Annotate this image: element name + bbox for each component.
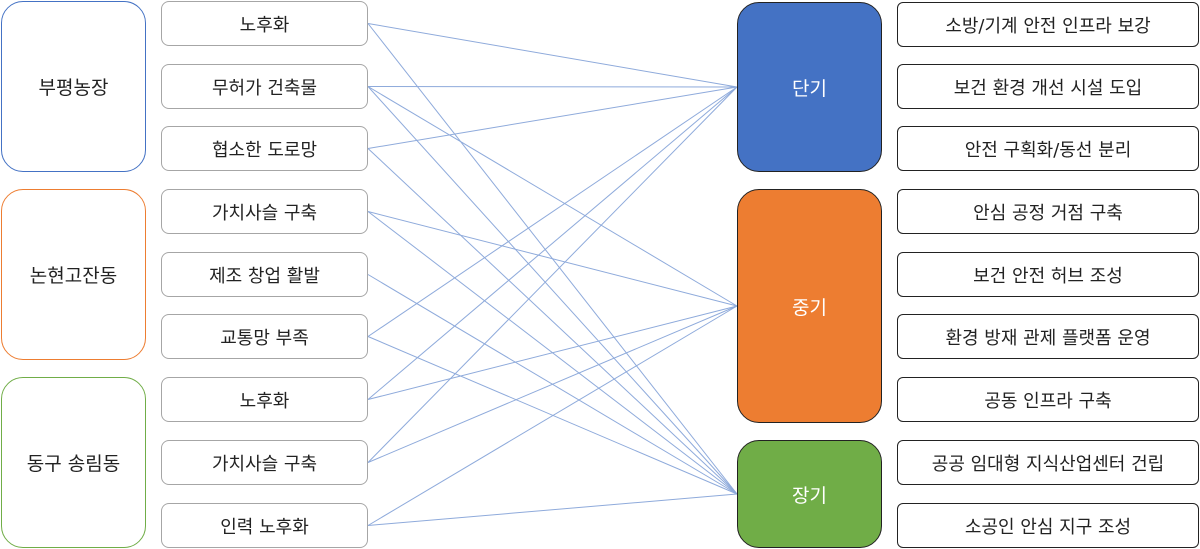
region-label: 논현고잔동 <box>29 265 118 287</box>
connector-line <box>367 23 738 88</box>
connector-line <box>367 86 738 88</box>
phase-label: 단기 <box>792 77 827 100</box>
region-label: 부평농장 <box>38 77 109 99</box>
strategy-label: 공공 임대형 지식산업센터 건립 <box>931 453 1165 475</box>
phase-label: 장기 <box>792 484 827 507</box>
issue-label: 노후화 <box>239 14 290 36</box>
strategy-box: 공동 인프라 구축 <box>897 377 1199 422</box>
issue-box: 교통망 부족 <box>161 314 368 359</box>
issue-box: 협소한 도로망 <box>161 126 368 171</box>
issue-box: 노후화 <box>161 377 368 422</box>
connector-line <box>367 305 738 463</box>
connector-line <box>367 493 738 526</box>
connector-line <box>367 86 738 495</box>
connector-line <box>367 86 738 337</box>
strategy-box: 공공 임대형 지식산업센터 건립 <box>897 440 1199 485</box>
connector-line <box>367 305 738 400</box>
strategy-box: 안심 공정 거점 구축 <box>897 189 1199 234</box>
issue-label: 제조 창업 활발 <box>209 265 320 287</box>
phase-long-term: 장기 <box>737 440 882 548</box>
issue-box: 인력 노후화 <box>161 503 368 548</box>
strategy-label: 소방/기계 안전 인프라 보강 <box>945 15 1151 37</box>
connector-line <box>367 305 738 526</box>
connector-line <box>367 86 738 307</box>
issue-label: 협소한 도로망 <box>211 139 318 161</box>
strategy-label: 보건 안전 허브 조성 <box>973 265 1123 287</box>
strategy-box: 환경 방재 관제 플랫폼 운영 <box>897 314 1199 359</box>
connector-line <box>367 86 738 149</box>
issue-box: 가치사슬 구축 <box>161 189 368 234</box>
strategy-label: 공동 인프라 구축 <box>984 390 1112 412</box>
strategy-label: 보건 환경 개선 시설 도입 <box>953 77 1143 99</box>
issue-box: 무허가 건축물 <box>161 64 368 109</box>
strategy-label: 안전 구획화/동선 분리 <box>964 139 1132 161</box>
issue-box: 가치사슬 구축 <box>161 440 368 485</box>
issue-box: 제조 창업 활발 <box>161 252 368 297</box>
strategy-box: 보건 환경 개선 시설 도입 <box>897 64 1199 109</box>
issue-label: 무허가 건축물 <box>211 77 318 99</box>
issue-label: 노후화 <box>239 390 290 412</box>
strategy-box: 소방/기계 안전 인프라 보강 <box>897 2 1199 47</box>
strategy-box: 소공인 안심 지구 조성 <box>897 503 1199 548</box>
connector-line <box>367 86 738 463</box>
strategy-label: 안심 공정 거점 구축 <box>973 202 1123 224</box>
issue-label: 교통망 부족 <box>220 327 309 349</box>
phase-label: 중기 <box>792 296 827 319</box>
strategy-label: 소공인 안심 지구 조성 <box>964 516 1132 538</box>
phase-mid-term: 중기 <box>737 189 882 423</box>
issue-label: 가치사슬 구축 <box>211 453 318 475</box>
phase-short-term: 단기 <box>737 2 882 172</box>
issue-label: 가치사슬 구축 <box>211 202 318 224</box>
region-dong-gu-songrim: 동구 송림동 <box>1 377 146 548</box>
strategy-box: 안전 구획화/동선 분리 <box>897 126 1199 171</box>
connector-line <box>367 148 738 495</box>
region-bupyeong: 부평농장 <box>1 1 146 172</box>
region-nonhyeon-gojan: 논현고잔동 <box>1 189 146 360</box>
connector-line <box>367 86 738 400</box>
strategy-label: 환경 방재 관제 플랫폼 운영 <box>945 327 1151 349</box>
connector-line <box>367 211 738 307</box>
region-label: 동구 송림동 <box>26 453 121 475</box>
issue-box: 노후화 <box>161 1 368 46</box>
strategy-box: 보건 안전 허브 조성 <box>897 252 1199 297</box>
issue-label: 인력 노후화 <box>220 516 309 538</box>
